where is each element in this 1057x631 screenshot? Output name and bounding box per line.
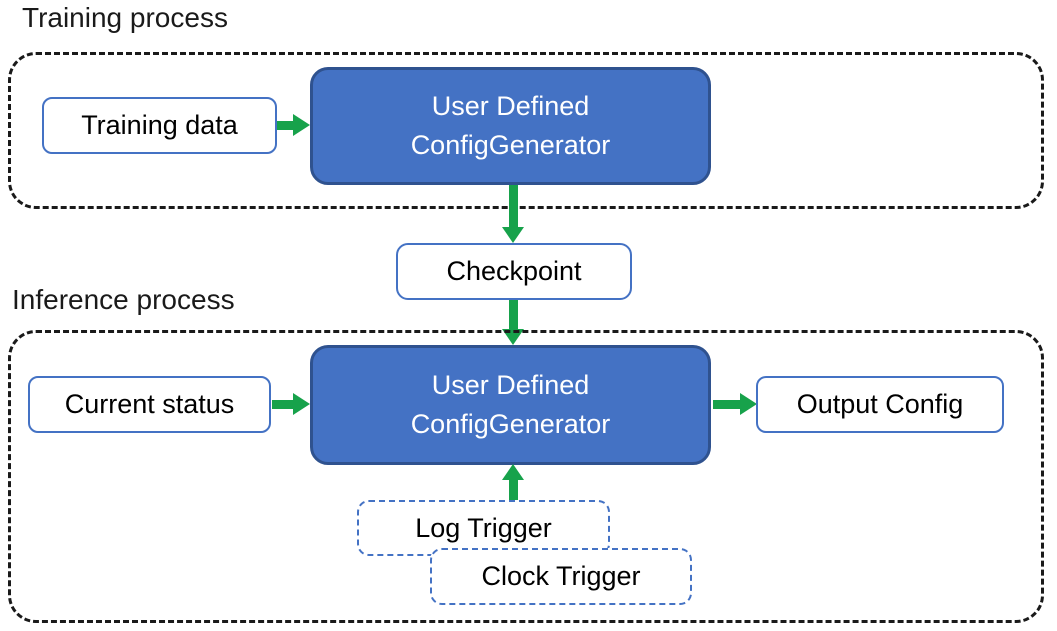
- training-data-label: Training data: [81, 110, 238, 140]
- arrow-training-data-to-generator: [277, 114, 310, 136]
- arrow-shaft: [713, 399, 741, 409]
- checkpoint-label: Checkpoint: [446, 256, 582, 286]
- arrow-head-icon: [740, 393, 757, 415]
- arrow-shaft: [508, 300, 518, 329]
- training-section-label: Training process: [22, 2, 228, 33]
- inference-config-generator-node: User Defined ConfigGenerator: [310, 345, 711, 465]
- arrow-shaft: [277, 120, 294, 130]
- arrow-head-icon: [293, 114, 310, 136]
- arrow-head-icon: [502, 329, 524, 345]
- arrow-shaft: [508, 185, 518, 227]
- inference-config-generator-line2: ConfigGenerator: [410, 409, 611, 439]
- arrow-head-icon: [293, 393, 310, 415]
- arrow-checkpoint-to-inference-generator: [502, 300, 524, 345]
- checkpoint-node: Checkpoint: [396, 243, 632, 300]
- arrow-head-icon: [502, 464, 524, 480]
- arrow-triggers-to-generator: [502, 464, 524, 502]
- current-status-label: Current status: [64, 389, 235, 419]
- training-data-node: Training data: [42, 97, 277, 154]
- inference-section-label: Inference process: [12, 284, 235, 315]
- clock-trigger-node: Clock Trigger: [430, 548, 692, 605]
- arrow-head-icon: [502, 227, 524, 243]
- training-section-container: [8, 52, 1044, 209]
- current-status-node: Current status: [28, 376, 271, 433]
- output-config-node: Output Config: [756, 376, 1004, 433]
- arrow-shaft: [272, 399, 294, 409]
- training-config-generator-line1: User Defined: [431, 90, 590, 121]
- arrow-shaft: [508, 479, 518, 502]
- training-config-generator-line2: ConfigGenerator: [410, 130, 611, 160]
- inference-config-generator-line1: User Defined: [431, 369, 590, 400]
- arrow-generator-to-output-config: [713, 393, 757, 415]
- log-trigger-label: Log Trigger: [415, 512, 552, 543]
- output-config-label: Output Config: [796, 389, 964, 419]
- arrow-current-status-to-generator: [272, 393, 310, 415]
- inference-section-container: [8, 330, 1044, 623]
- clock-trigger-label: Clock Trigger: [481, 561, 641, 591]
- arrow-generator-to-checkpoint: [502, 185, 524, 243]
- training-config-generator-node: User Defined ConfigGenerator: [310, 67, 711, 185]
